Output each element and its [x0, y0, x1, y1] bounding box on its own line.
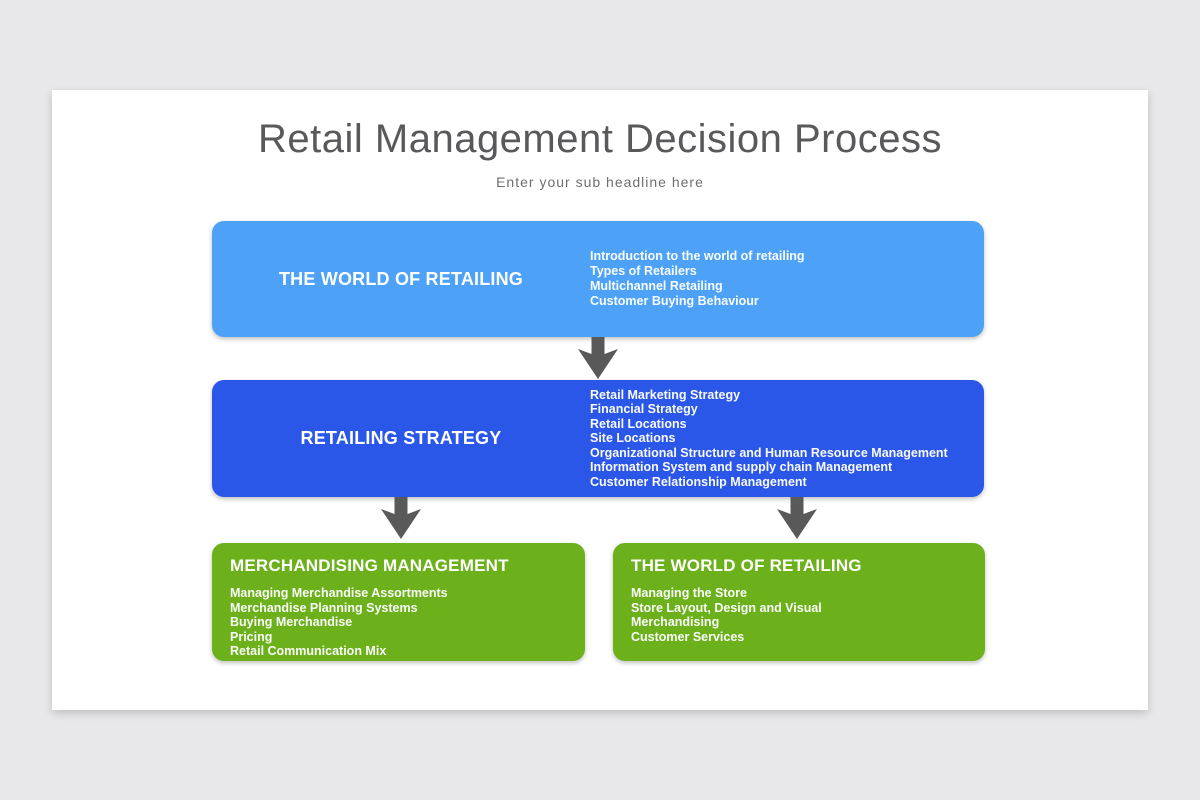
box-item: Introduction to the world of retailing: [590, 249, 805, 263]
box-item: Merchandise Planning Systems: [230, 600, 418, 615]
box-item: Customer Services: [631, 629, 745, 644]
box-item: Managing the Store: [631, 586, 747, 600]
box-item: Customer Relationship Management: [590, 474, 807, 489]
box-item: Merchandising: [631, 615, 720, 629]
box-item: Retail Communication Mix: [230, 644, 387, 658]
page-title: Retail Management Decision Process: [258, 117, 942, 161]
box-item: Financial Strategy: [590, 402, 698, 417]
box-item: Multichannel Retailing: [590, 279, 723, 293]
box-item: Information System and supply chain Mana…: [590, 460, 893, 475]
box-title: THE WORLD OF RETAILING: [278, 268, 524, 289]
box-title: RETAILING STRATEGY: [300, 428, 502, 448]
box-item-list: Managing the Store Store Layout, Design …: [631, 586, 967, 644]
down-arrow-icon: [777, 497, 817, 539]
box-item-list: Managing Merchandise Assortments Merchan…: [230, 586, 567, 659]
box-item: Customer Buying Behaviour: [590, 294, 759, 308]
box-item: Retail Marketing Strategy: [590, 387, 741, 402]
down-arrow-icon: [381, 497, 421, 539]
box-item: Managing Merchandise Assortments: [230, 586, 448, 600]
box-item-list: Introduction to the world of retailing T…: [590, 249, 805, 309]
flow-box-world-of-retailing-top: THE WORLD OF RETAILING Introduction to t…: [212, 221, 984, 337]
box-title: THE WORLD OF RETAILING: [631, 556, 862, 575]
box-item-list: Retail Marketing Strategy Financial Stra…: [590, 388, 948, 490]
box-item: Buying Merchandise: [230, 615, 353, 629]
flow-box-merchandising-management: MERCHANDISING MANAGEMENT Managing Mercha…: [212, 543, 585, 661]
box-item: Pricing: [230, 629, 273, 644]
down-arrow-icon: [578, 337, 618, 379]
box-item: Store Layout, Design and Visual: [631, 600, 822, 615]
page-subtitle: Enter your sub headline here: [496, 174, 704, 190]
box-title: MERCHANDISING MANAGEMENT: [230, 556, 509, 575]
box-item: Site Locations: [590, 431, 676, 446]
box-item: Types of Retailers: [590, 264, 697, 278]
flow-box-world-of-retailing-bottom: THE WORLD OF RETAILING Managing the Stor…: [613, 543, 985, 661]
box-item: Retail Locations: [590, 416, 687, 431]
box-item: Organizational Structure and Human Resou…: [590, 445, 948, 460]
flow-box-retailing-strategy: RETAILING STRATEGY Retail Marketing Stra…: [212, 380, 984, 497]
